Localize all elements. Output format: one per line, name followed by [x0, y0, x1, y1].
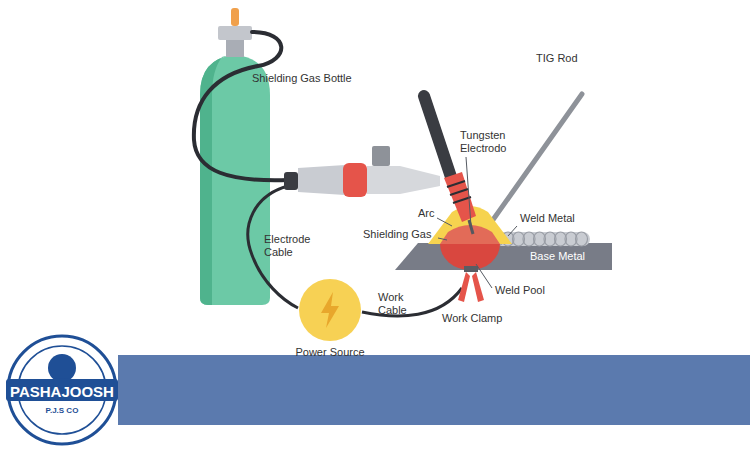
part-label: Base Metal [530, 250, 585, 263]
base-metal [395, 243, 612, 270]
work-clamp [458, 266, 484, 302]
work-cable [362, 288, 462, 316]
logo-emblem [6, 336, 118, 444]
gas-bottle [200, 8, 270, 305]
part-label: Shielding Gas [363, 228, 432, 241]
part-label: Shielding Gas Bottle [252, 72, 352, 85]
tig-rod [490, 94, 582, 224]
part-label: TIG Rod [536, 52, 578, 65]
part-label: Arc [418, 207, 435, 220]
logo-text: P.J.S CO [46, 406, 79, 416]
part-label: Tungsten Electrodo [460, 129, 520, 155]
torch-connector [284, 146, 440, 197]
part-label: Weld Metal [520, 212, 575, 225]
part-label: Electrode Cable [264, 233, 314, 259]
gas-hose [194, 32, 288, 180]
power-source-circle [298, 278, 362, 342]
leader-lines [437, 157, 517, 288]
node-label: Power Source [295, 346, 364, 358]
logo-text: PASHAJOOSH [10, 383, 114, 400]
part-label: Work Clamp [442, 312, 502, 325]
part-label: Work Cable [378, 291, 418, 317]
footer-band [118, 355, 750, 425]
part-label: Weld Pool [495, 284, 545, 297]
power-source: Power Source [298, 278, 362, 342]
